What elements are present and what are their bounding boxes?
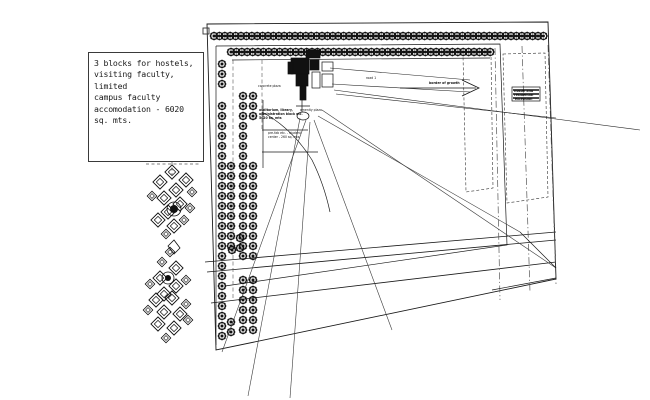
label-hostel-extension: hostel and residential extension (514, 89, 534, 102)
label-amenity-plaza: amenity plaza (300, 108, 322, 112)
label-border-of-growth: border of growth (429, 81, 460, 85)
hostel-note-box: 3 blocks for hostels, visiting faculty, … (88, 52, 204, 162)
hostel-block-2 (144, 239, 192, 302)
hostel-block-3 (142, 290, 194, 344)
central-building-cluster (287, 49, 334, 121)
tree-row-top-outer (209, 31, 549, 41)
label-road-1: road 1 (366, 76, 377, 80)
radial-paths (221, 109, 557, 399)
label-student-center: pre-fab etc. - student center - 260 sq. … (268, 131, 301, 140)
label-auditorium-block: auditorium, library, administration bloc… (259, 108, 303, 121)
inner-plot-frames (215, 43, 508, 345)
site-boundary (206, 21, 557, 351)
hostel-block-1 (146, 164, 198, 240)
left-dashed-guides (232, 60, 263, 300)
plaza-arc (261, 100, 331, 213)
corner-marker (202, 27, 210, 35)
bottom-right-detail (491, 231, 557, 291)
note-leader (146, 162, 200, 180)
road-band-lower (204, 231, 557, 304)
growth-arrow (400, 79, 480, 97)
leader-lines-right (329, 67, 641, 131)
tree-row-top-inner (226, 47, 496, 57)
label-concrete-plaza: concrete plaza (258, 84, 281, 88)
hostel-note-text: 3 blocks for hostels, visiting faculty, … (94, 58, 194, 126)
right-subplot (462, 52, 549, 204)
right-text-frame (511, 86, 541, 102)
